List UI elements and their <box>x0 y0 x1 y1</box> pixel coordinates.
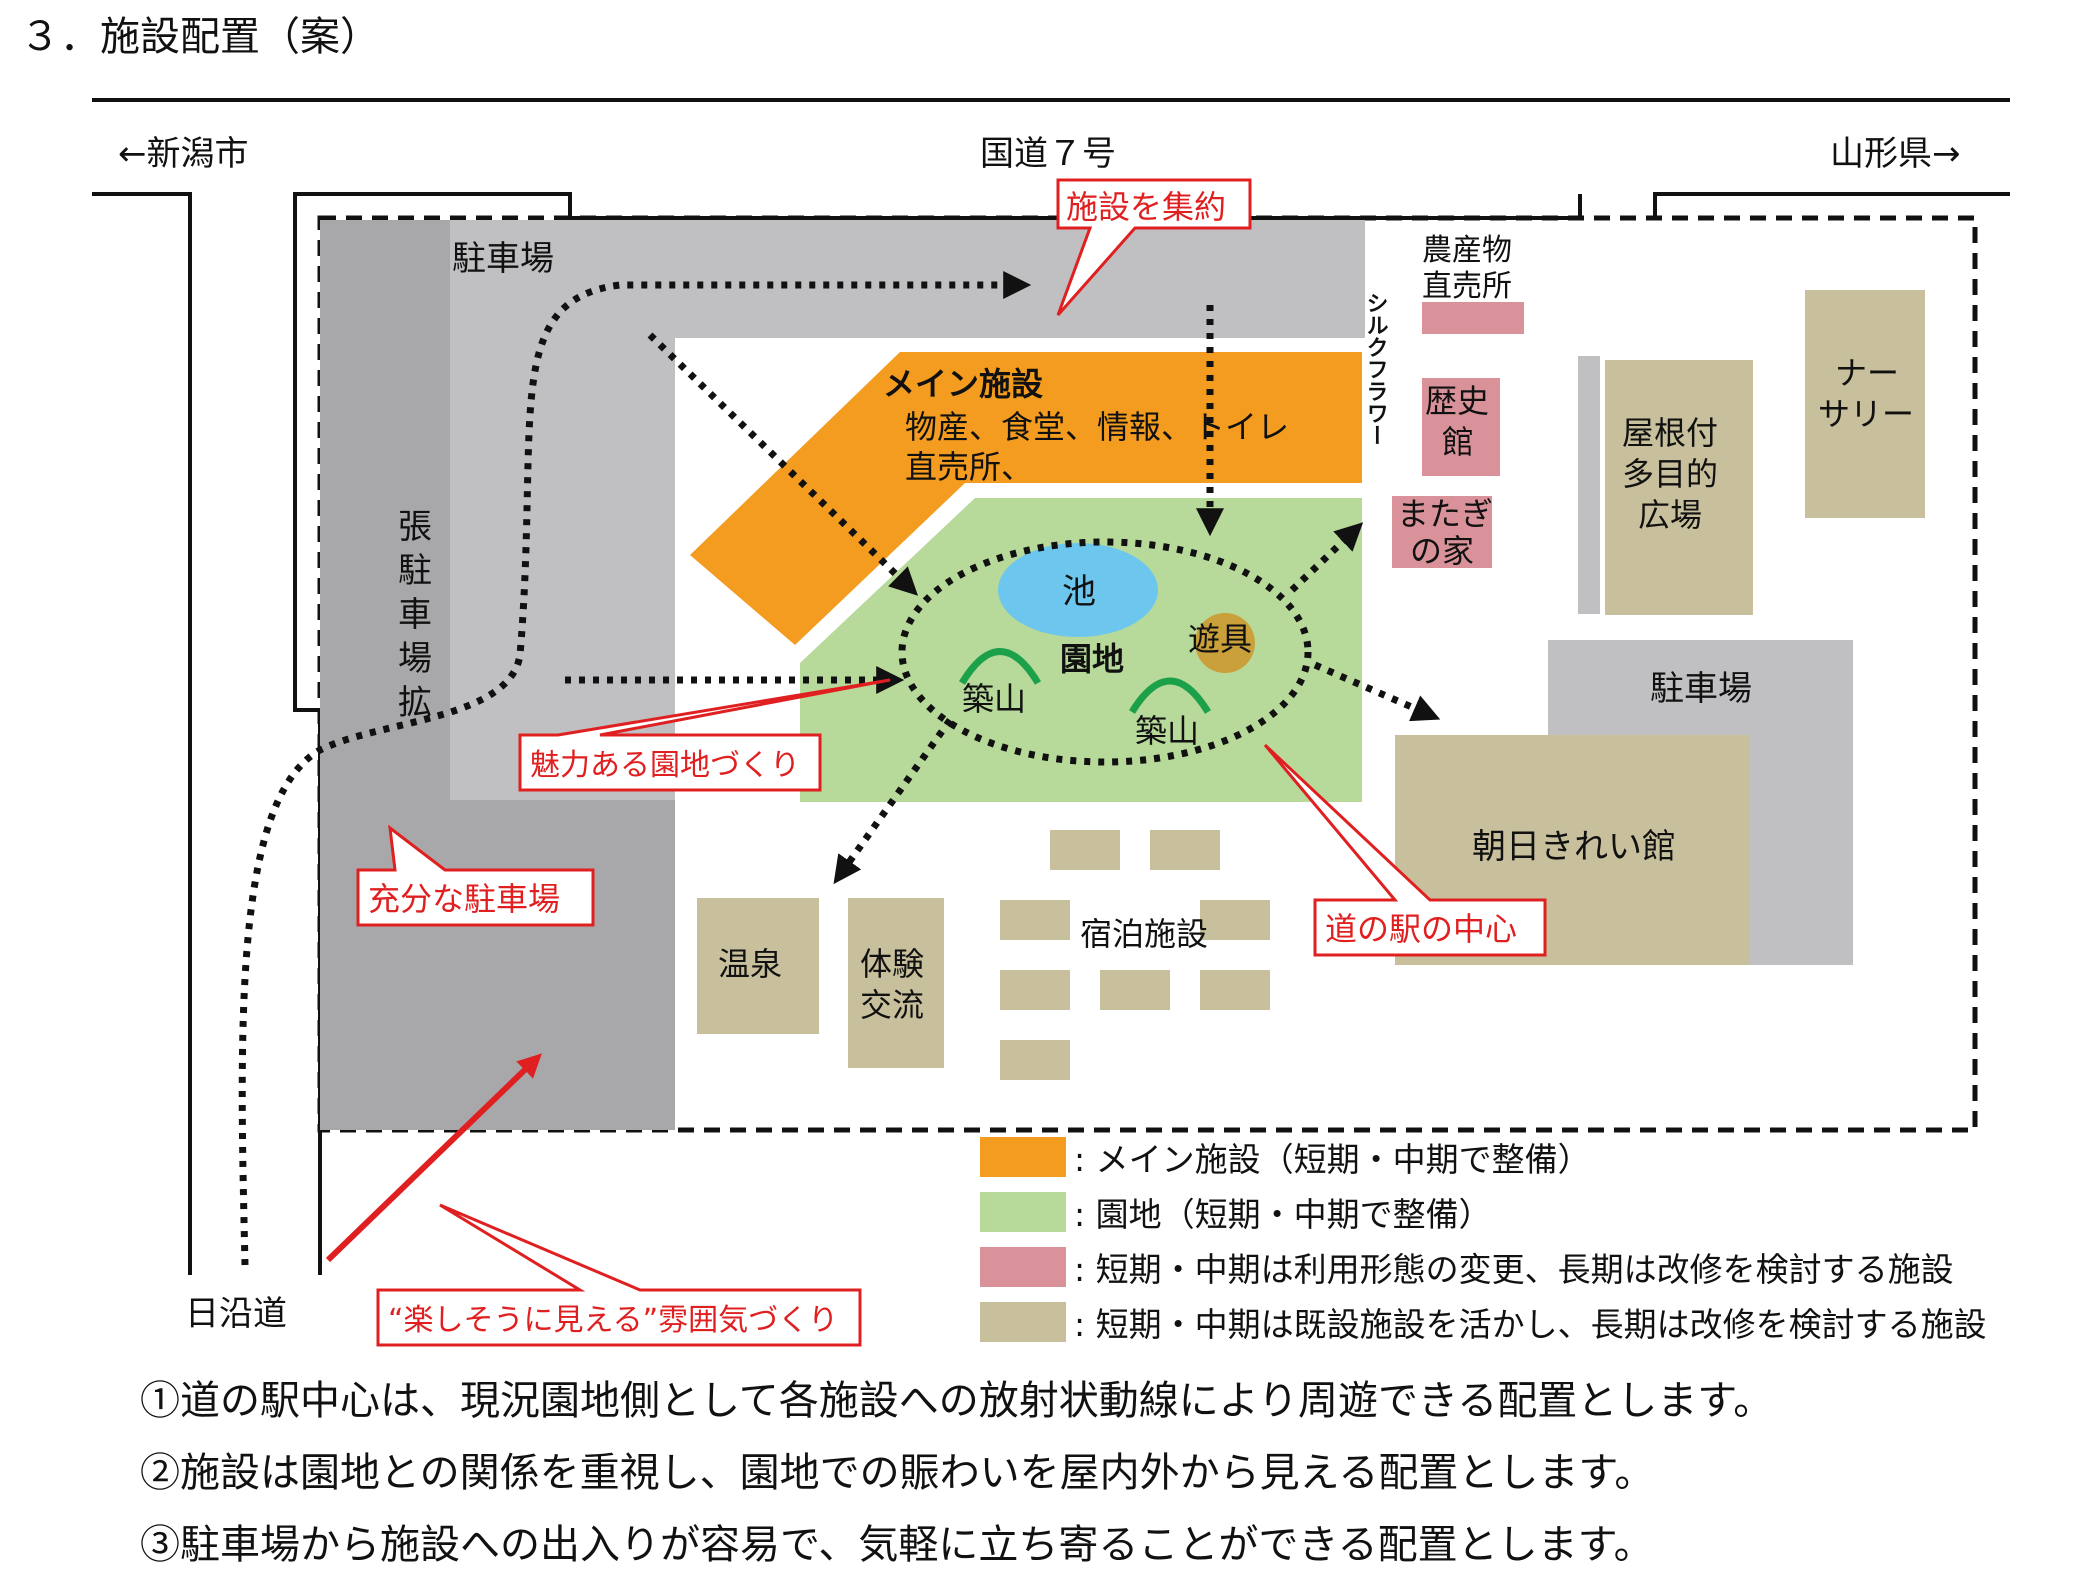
parking-extension-label: 張 駐 車 場 拡 <box>398 507 432 723</box>
parking-top-left-area <box>450 220 675 800</box>
park-label: 園地 <box>1060 640 1124 678</box>
svg-text:車: 車 <box>398 595 432 635</box>
legend-swatch <box>980 1302 1066 1342</box>
main-facility-area <box>690 352 1362 645</box>
experience-exchange-label: 体験 <box>860 945 924 983</box>
note-1: ①道の駅中心は、現況園地側として各施設への放射状動線により周遊できる配置とします… <box>140 1378 1774 1424</box>
red-arrow <box>325 1053 542 1263</box>
silk-flower-label: シルクフラワー <box>1363 292 1388 446</box>
roofed-plaza-area <box>1605 360 1753 615</box>
roofed-plaza-label-2: 多目的 <box>1622 455 1718 493</box>
legend-swatch <box>980 1247 1066 1287</box>
svg-text:“楽しそうに見える”雰囲気づくり: “楽しそうに見える”雰囲気づくり <box>388 1303 838 1338</box>
callout-center: 道の駅の中心 <box>1263 743 1547 957</box>
farm-shop-label: 農産物 <box>1422 233 1512 268</box>
play-equipment <box>1195 613 1255 673</box>
callout-enough-parking: 充分な駐車場 <box>356 824 595 927</box>
pond <box>998 543 1158 637</box>
callout-consolidate: 施設を集約 <box>1056 178 1252 316</box>
road-label-yamagata: 山形県→ <box>1830 134 1961 174</box>
history-museum-label-2: 館 <box>1442 423 1474 461</box>
note-3: ③駐車場から施設への出入りが容易で、気軽に立ち寄ることができる配置とします。 <box>140 1522 1654 1568</box>
legend-label: : 短期・中期は利用形態の変更、長期は改修を検討する施設 <box>1074 1250 1954 1289</box>
main-facility-title: メイン施設 <box>883 365 1043 403</box>
asahi-kirei-hall-label: 朝日きれい館 <box>1472 827 1676 867</box>
hill-icon <box>1129 677 1211 714</box>
svg-text:駐: 駐 <box>398 551 432 591</box>
site-boundary <box>317 215 1978 1133</box>
svg-text:魅力ある園地づくり: 魅力ある園地づくり <box>530 748 800 783</box>
parking-right-label: 駐車場 <box>1650 669 1752 709</box>
road-label-route7: 国道７号 <box>980 134 1116 174</box>
hill-label-1: 築山 <box>962 680 1026 718</box>
legend-label: : 短期・中期は既設施設を活かし、長期は改修を検討する施設 <box>1074 1305 1987 1344</box>
svg-text:張: 張 <box>398 507 432 547</box>
road-lines <box>92 192 2010 1275</box>
hill-label-2: 築山 <box>1135 712 1199 750</box>
note-2: ②施設は園地との関係を重視し、園地での賑わいを屋内外から見える配置とします。 <box>140 1450 1655 1496</box>
svg-text:場: 場 <box>398 639 432 679</box>
legend-item-tan: : 短期・中期は既設施設を活かし、長期は改修を検討する施設 <box>980 1300 1987 1344</box>
nursery-area <box>1805 290 1925 518</box>
svg-text:道の駅の中心: 道の駅の中心 <box>1325 910 1517 948</box>
svg-text:施設を集約: 施設を集約 <box>1066 188 1226 226</box>
matagi-house-label: またぎ <box>1397 495 1493 533</box>
history-museum-label: 歴史 <box>1425 382 1489 420</box>
play-equipment-label: 遊具 <box>1188 620 1252 658</box>
main-facility-items: 物産、食堂、情報、トイレ <box>905 408 1289 446</box>
nursery-label-2: サリー <box>1818 395 1914 433</box>
roofed-plaza-pillar <box>1578 356 1600 614</box>
farm-shop-label-2: 直売所 <box>1422 269 1512 304</box>
legend-item-park: : 園地（短期・中期で整備） <box>980 1190 1492 1234</box>
park-area <box>800 498 1362 802</box>
legend-swatch <box>980 1192 1066 1232</box>
roofed-plaza-label-3: 広場 <box>1638 496 1702 534</box>
svg-text:充分な駐車場: 充分な駐車場 <box>368 880 560 918</box>
lodging-buildings <box>1000 830 1270 1080</box>
road-label-nichienkoku: 日沿道 <box>185 1294 287 1334</box>
hill-icon <box>959 648 1041 685</box>
lodging-label: 宿泊施設 <box>1080 915 1208 953</box>
history-museum-area <box>1422 378 1500 476</box>
road-label-niigata: ←新潟市 <box>118 134 249 174</box>
main-facility-items-2: 直売所、 <box>905 448 1033 486</box>
parking-top-label: 駐車場 <box>452 239 554 279</box>
farm-shop-area <box>1422 302 1524 334</box>
pond-label: 池 <box>1062 572 1096 612</box>
legend-label: : 園地（短期・中期で整備） <box>1074 1195 1492 1234</box>
park-center-loop <box>898 538 1312 766</box>
page-title: ３．施設配置（案） <box>20 14 380 60</box>
onsen-area <box>697 898 819 1034</box>
onsen-label: 温泉 <box>718 945 782 983</box>
experience-exchange-label-2: 交流 <box>860 986 924 1024</box>
circulation-arrows <box>238 271 1441 1266</box>
legend-label: : メイン施設（短期・中期で整備） <box>1074 1140 1591 1179</box>
experience-exchange-area <box>848 898 944 1068</box>
callout-attractive-park: 魅力ある園地づくり <box>518 678 891 792</box>
matagi-house-area <box>1392 496 1492 568</box>
legend-swatch <box>980 1137 1066 1177</box>
callout-fun-atmosphere: “楽しそうに見える”雰囲気づくり <box>376 1203 862 1347</box>
roofed-plaza-label: 屋根付 <box>1622 414 1718 452</box>
legend-item-pink: : 短期・中期は利用形態の変更、長期は改修を検討する施設 <box>980 1245 1954 1289</box>
nursery-label: ナー <box>1835 354 1899 392</box>
legend-item-main: : メイン施設（短期・中期で整備） <box>980 1135 1591 1179</box>
matagi-house-label-2: の家 <box>1410 532 1474 570</box>
